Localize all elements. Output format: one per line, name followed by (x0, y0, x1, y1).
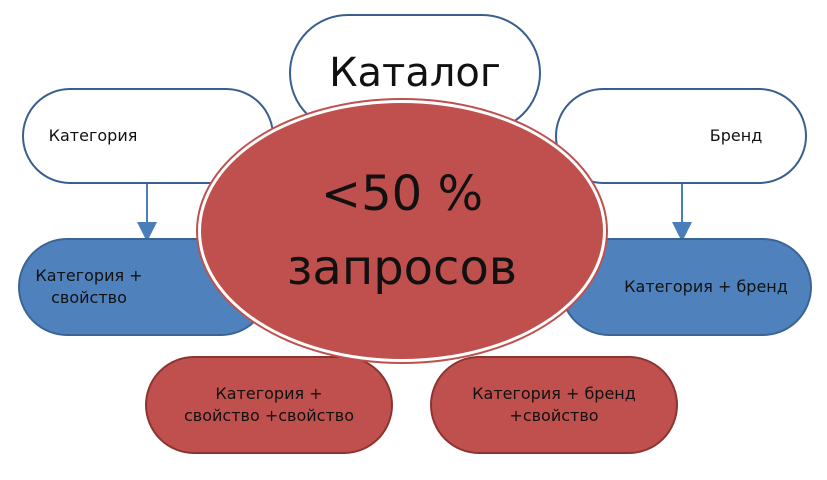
center-percentage-node: <50 % запросов (198, 100, 606, 362)
center-percentage-label: <50 % (320, 165, 484, 222)
center-queries-label: запросов (286, 240, 518, 296)
brand-label: Бренд (709, 126, 763, 146)
category-property-label: Категория + свойство (35, 266, 143, 307)
category-brand-property-node: Категория + бренд +свойство (430, 356, 678, 454)
category-property-property-label: Категория + свойство +свойство (184, 384, 354, 425)
brand-node: Бренд (555, 88, 807, 184)
category-property-property-node: Категория + свойство +свойство (145, 356, 393, 454)
category-brand-property-label: Категория + бренд +свойство (472, 384, 636, 425)
category-label: Категория (48, 126, 138, 146)
catalog-label: Каталог (329, 50, 501, 96)
category-brand-label: Категория + бренд (624, 277, 788, 297)
